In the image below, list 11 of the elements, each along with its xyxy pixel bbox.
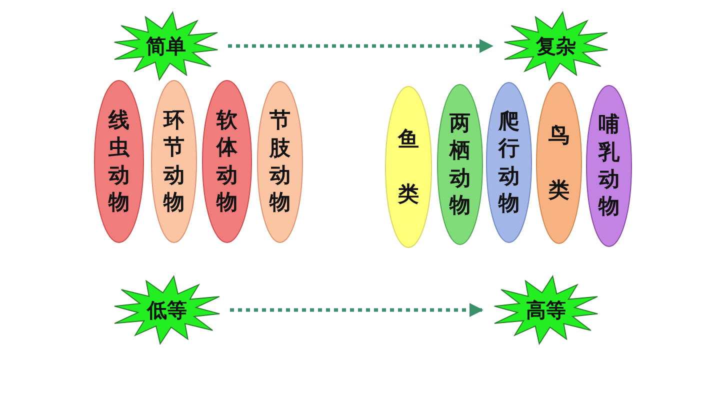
group-ellipse: 哺乳动物 [586, 85, 632, 247]
group-ellipse: 软体动物 [202, 80, 252, 243]
group-ellipse: 两栖动物 [437, 84, 483, 245]
group-ellipse: 鸟类 [536, 82, 582, 244]
group-ellipse: 环节动物 [151, 80, 197, 243]
group-ellipse: 线虫动物 [94, 80, 144, 243]
arrow [230, 303, 484, 317]
group-ellipse: 爬行动物 [486, 82, 532, 243]
group-ellipse: 鱼类 [385, 86, 432, 248]
group-ellipse: 节肢动物 [257, 81, 303, 243]
arrow [228, 39, 494, 53]
